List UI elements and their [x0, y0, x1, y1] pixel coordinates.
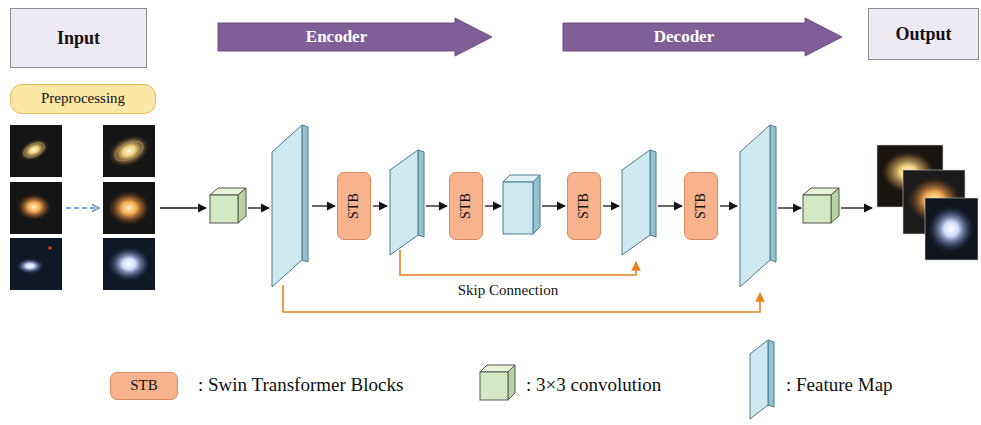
preprocessing-box: Preprocessing: [10, 84, 156, 114]
legend-text: : 3×3 convolution: [526, 374, 661, 397]
preprocessed-galaxy-images-part: [107, 246, 151, 282]
feature-map-part: [533, 175, 540, 234]
flow-arrows-part: [160, 207, 206, 208]
arrow-shape: [218, 18, 492, 56]
conv-cube-part: [238, 188, 246, 223]
box-label: Preprocessing: [41, 90, 125, 107]
input-galaxy-images: [10, 125, 62, 290]
preprocessed-galaxy-images-part: [103, 238, 155, 290]
preprocessing-arrow: [66, 207, 99, 208]
arrow-shape: [563, 18, 842, 56]
conv-cube: [210, 188, 246, 223]
preprocessed-galaxy-images-part: [112, 137, 146, 164]
input-galaxy-images-part: [16, 258, 44, 274]
stage-label: Decoder: [654, 27, 714, 47]
skip-connection-label-holder: Skip Connection: [428, 281, 588, 301]
output-galaxy-images: [877, 145, 978, 260]
feature-map: [622, 150, 656, 255]
flow-arrows-part: [485, 205, 501, 206]
preprocessed-galaxy-images-part: [103, 182, 155, 234]
conv-cube: [803, 188, 839, 223]
legend-feature-map-part: [768, 340, 774, 407]
feature-map-part: [622, 150, 650, 255]
preprocessed-galaxy-images-part: [103, 128, 156, 174]
flow-arrows-part: [841, 207, 872, 208]
input-box: Input: [10, 8, 147, 68]
skip-connection: [400, 250, 636, 275]
flow-arrows-part: [373, 205, 387, 206]
feature-map: [503, 175, 540, 234]
output-galaxy-images-part: [927, 205, 975, 253]
legend-text: : Feature Map: [786, 374, 893, 397]
feature-map: [272, 125, 308, 287]
conv-cube-part: [831, 188, 839, 223]
legend-text: : Swin Transformer Blocks: [198, 374, 403, 397]
feature-map: [740, 125, 776, 287]
input-galaxy-images-part: [16, 193, 52, 221]
input-galaxy-images-part: [48, 246, 52, 250]
block-label: STB: [576, 193, 592, 219]
box-label: Output: [895, 24, 951, 45]
encoder-arrow: Encoder: [218, 18, 492, 56]
block-label: STB: [693, 193, 709, 219]
legend-swatch-label: STB: [130, 377, 158, 394]
preprocessed-galaxy-images: [103, 125, 156, 290]
decoder-arrow: Decoder: [563, 18, 842, 56]
legend-swatch-label-holder: STB: [110, 372, 178, 400]
conv-cube-part: [210, 195, 238, 223]
input-galaxy-images-part: [10, 125, 62, 177]
input-galaxy-images-part: [21, 140, 46, 160]
feature-map: [390, 150, 424, 255]
conv-cube-part: [803, 195, 831, 223]
block-label: STB: [458, 193, 474, 219]
stb-block: STB: [449, 172, 483, 240]
flow-arrows-part: [542, 205, 565, 206]
flow-arrows-part: [778, 207, 801, 208]
input-galaxy-images-part: [10, 182, 62, 234]
legend-conv-cube-part: [480, 372, 508, 400]
flow-arrows-part: [312, 205, 335, 206]
feature-map-part: [503, 182, 533, 234]
flow-arrows-part: [426, 205, 447, 206]
feature-map-part: [272, 125, 302, 287]
input-galaxy-images-part: [10, 238, 62, 290]
flow-arrows-part: [603, 205, 619, 206]
output-box: Output: [868, 8, 979, 60]
stb-block: STB: [684, 172, 718, 240]
feature-map-part: [390, 150, 418, 255]
flow-arrows-part: [720, 205, 737, 206]
stage-label: Encoder: [306, 27, 367, 47]
legend-conv-cube-part: [508, 365, 515, 400]
legend-feature-map-part: [750, 340, 768, 419]
flow-arrows-part: [658, 205, 682, 206]
preprocessed-galaxy-images-part: [103, 125, 155, 177]
feature-map-part: [650, 150, 656, 237]
input-galaxy-images-part: [15, 134, 52, 166]
skip-connection-label: Skip Connection: [455, 282, 561, 299]
feature-map-part: [740, 125, 770, 287]
flow-arrows-part: [248, 207, 269, 208]
box-label: Input: [57, 28, 100, 49]
legend-conv-cube: [480, 365, 515, 400]
legend-feature-map: [750, 340, 774, 419]
block-label: STB: [346, 193, 362, 219]
output-galaxy-images-part: [925, 198, 978, 260]
stb-block: STB: [337, 172, 371, 240]
preprocessed-galaxy-images-part: [107, 190, 151, 226]
stb-block: STB: [567, 172, 601, 240]
feature-map-part: [302, 125, 308, 262]
feature-map-part: [770, 125, 776, 262]
feature-map-part: [418, 150, 424, 237]
